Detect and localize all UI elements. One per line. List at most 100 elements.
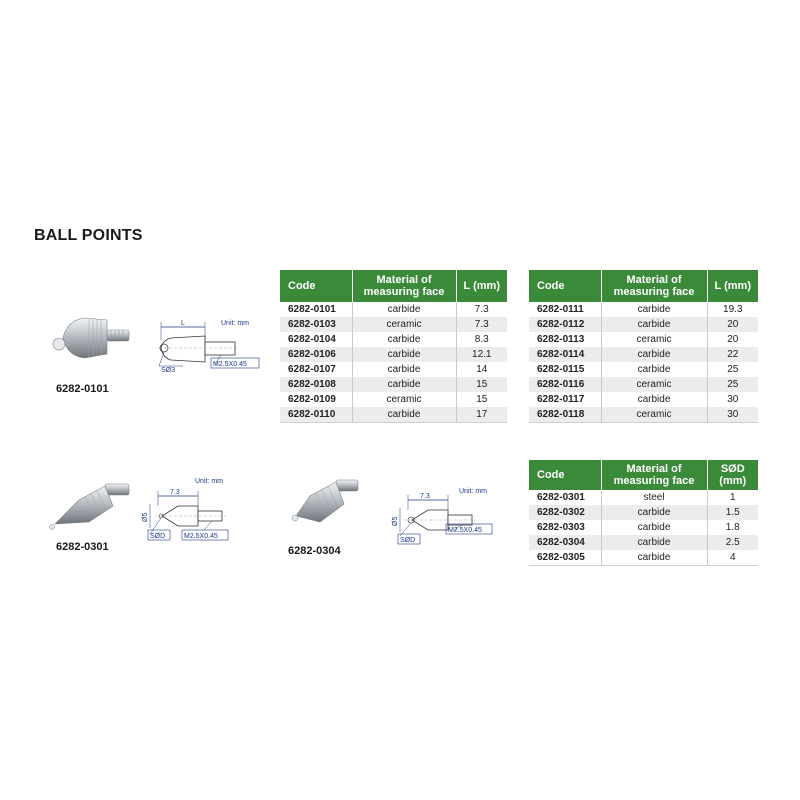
cell-code: 6282-0305 — [529, 550, 602, 566]
thread-label: M2.5X0.45 — [448, 527, 482, 534]
figure-caption: 6282-0101 — [56, 383, 109, 395]
cell-code: 6282-0109 — [280, 392, 353, 407]
cell-code: 6282-0103 — [280, 317, 353, 332]
thread-label: M2.5X0.45 — [184, 533, 218, 540]
cell-value: 2.5 — [707, 535, 758, 550]
cell-value: 15 — [456, 377, 507, 392]
cell-code: 6282-0113 — [529, 332, 602, 347]
cell-material: carbide — [352, 347, 457, 362]
column-header-material: Material of measuring face — [352, 270, 457, 302]
length-label: 7.3 — [420, 493, 430, 500]
spec-table-left: Code Material of measuring face L (mm) 6… — [280, 270, 507, 423]
cell-code: 6282-0107 — [280, 362, 353, 377]
cell-code: 6282-0101 — [280, 302, 353, 317]
page-title: BALL POINTS — [34, 227, 143, 244]
cell-code: 6282-0116 — [529, 377, 602, 392]
cell-code: 6282-0117 — [529, 392, 602, 407]
cell-material: carbide — [601, 302, 708, 317]
cell-code: 6282-0303 — [529, 520, 602, 535]
cell-value: 8.3 — [456, 332, 507, 347]
unit-label: Unit: mm — [195, 478, 223, 485]
cell-value: 14 — [456, 362, 507, 377]
length-label: 7.3 — [170, 489, 180, 496]
cell-material: carbide — [352, 377, 457, 392]
cell-code: 6282-0110 — [280, 407, 353, 423]
spec-table-ball: Code Material of measuring face SØD (mm)… — [529, 460, 758, 566]
cell-material: carbide — [601, 535, 708, 550]
cell-code: 6282-0304 — [529, 535, 602, 550]
cell-value: 15 — [456, 392, 507, 407]
cell-value: 20 — [707, 317, 758, 332]
column-header-ball-diameter: SØD (mm) — [707, 460, 758, 490]
cell-code: 6282-0115 — [529, 362, 602, 377]
cell-value: 17 — [456, 407, 507, 423]
cell-value: 25 — [707, 362, 758, 377]
cell-material: carbide — [352, 302, 457, 317]
cell-value: 19.3 — [707, 302, 758, 317]
cell-material: carbide — [352, 332, 457, 347]
product-photo-6282-0304 — [291, 479, 359, 523]
cell-value: 1.5 — [707, 505, 758, 520]
figure-caption: 6282-0301 — [56, 541, 109, 553]
cell-material: carbide — [601, 505, 708, 520]
cell-material: carbide — [601, 392, 708, 407]
cell-code: 6282-0302 — [529, 505, 602, 520]
cell-material: carbide — [601, 317, 708, 332]
unit-label: Unit: mm — [221, 320, 249, 327]
cell-value: 22 — [707, 347, 758, 362]
cell-value: 30 — [707, 392, 758, 407]
cell-material: ceramic — [352, 317, 457, 332]
dimension-drawing-6282-0301: 7.3 Ø5 SØD M2.5X0.45 — [142, 489, 229, 541]
cell-value: 25 — [707, 377, 758, 392]
column-header-material: Material of measuring face — [601, 460, 708, 490]
cell-code: 6282-0114 — [529, 347, 602, 362]
cell-code: 6282-0112 — [529, 317, 602, 332]
spec-table-right: Code Material of measuring face L (mm) 6… — [529, 270, 758, 423]
cell-material: carbide — [352, 407, 457, 423]
cell-material: ceramic — [601, 377, 708, 392]
column-header-length: L (mm) — [707, 270, 758, 302]
column-header-code: Code — [529, 270, 602, 302]
cell-material: ceramic — [601, 332, 708, 347]
cell-value: 30 — [707, 407, 758, 423]
ball-size-label: SØD — [400, 537, 415, 544]
cell-material: carbide — [601, 347, 708, 362]
product-photo-6282-0301 — [49, 483, 130, 530]
cell-material: carbide — [601, 550, 708, 566]
cell-code: 6282-0118 — [529, 407, 602, 423]
cell-material: carbide — [352, 362, 457, 377]
unit-label: Unit: mm — [459, 488, 487, 495]
cell-value: 1 — [707, 490, 758, 505]
cell-code: 6282-0301 — [529, 490, 602, 505]
cell-material: steel — [601, 490, 708, 505]
dimension-drawing-6282-0101: L SØ3 M2.5X0.45 — [158, 320, 260, 374]
cell-code: 6282-0108 — [280, 377, 353, 392]
ball-size-label: SØ3 — [161, 367, 175, 374]
cell-value: 20 — [707, 332, 758, 347]
cell-code: 6282-0104 — [280, 332, 353, 347]
column-header-code: Code — [280, 270, 353, 302]
cell-value: 1.8 — [707, 520, 758, 535]
ball-size-label: SØD — [150, 533, 165, 540]
length-label: L — [181, 320, 185, 327]
diameter-label: Ø5 — [392, 517, 399, 526]
thread-label: M2.5X0.45 — [213, 361, 247, 368]
cell-code: 6282-0111 — [529, 302, 602, 317]
